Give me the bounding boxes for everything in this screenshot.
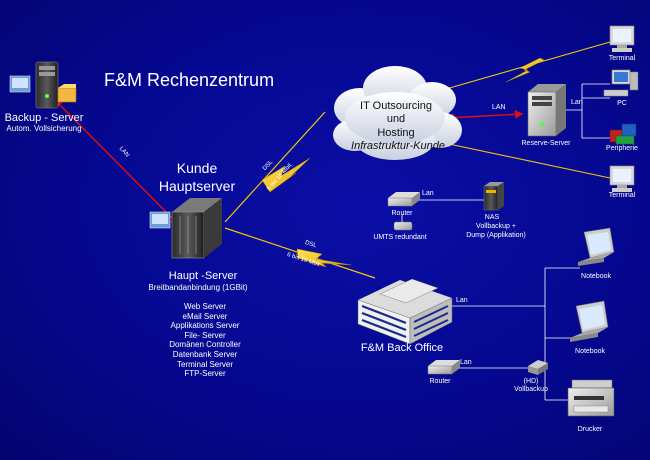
haupt-server-label: Haupt -Server [168,270,238,282]
backup-server-icon [9,61,77,109]
cloud-shape [333,66,462,160]
terminal-top-icon [609,25,635,52]
router-bottom-label: Router [429,378,451,385]
service-item: File- Server [184,330,226,340]
notebook-top-label: Notebook [581,273,611,280]
service-item: Terminal Server [176,359,233,369]
pc-label: PC [617,100,627,107]
umts-label: UMTS redundant [373,234,427,241]
wire-cloud-terminal-top [424,41,611,96]
wire-cloud-terminal-bottom [429,139,611,179]
notebook-bottom-icon [570,300,609,342]
backup-server-label: Backup - Server [4,112,84,124]
backup-server-sub: Autom. Vollsicherung [6,124,82,133]
reserve-server-icon [527,84,566,137]
diagram-title: F&M Rechenzentrum [104,70,275,90]
main-server-icon [149,198,222,259]
peripherie-label: Peripherie [606,145,638,152]
back-office-building-icon [357,278,453,345]
lan-label-router-bottom: Lan [460,359,472,366]
router-top-label: Router [391,210,413,217]
cloud-line3: Hosting [377,127,415,139]
lan-link-cloud-reserve [445,110,524,122]
nas-sub1: Vollbackup + [476,223,516,230]
lan-label-office: Lan [456,297,468,304]
lightning-icon-dsl2 [296,248,352,268]
router-top-icon [387,192,420,207]
hd-backup-icon [528,360,548,375]
service-item: Datenbank Server [172,349,238,359]
service-item: eMail Server [182,311,228,321]
service-item: FTP-Server [184,369,226,379]
nas-sub2: Dump (Applikation) [466,232,526,239]
lan-link-backup-haupt [54,99,179,225]
cloud-line1: IT Outsourcing [360,100,432,112]
hd-label: (HD) [523,378,539,385]
umts-icon [393,214,413,231]
service-item: Domänen Controller [169,340,241,350]
terminal-top-label: Terminal [608,55,636,62]
dsl-line-cloud [224,111,326,223]
pc-icon [603,69,639,97]
printer-icon [567,379,615,417]
kunde-line2: Hauptserver [158,178,236,194]
lan-label-cloud-reserve: LAN [492,104,506,111]
terminal-bottom-label: Terminal [608,192,636,199]
cloud-line4: Infrastruktur-Kunde [351,140,445,152]
back-office-label: F&M Back Office [360,342,444,354]
notebook-bottom-label: Notebook [575,348,605,355]
printer-label: Drucker [577,426,603,433]
haupt-server-sub: Breitbandanbindung (1GBit) [148,283,248,292]
cloud-line2: und [386,113,406,125]
nas-label: NAS [484,214,500,221]
router-bottom-icon [427,360,460,375]
notebook-top-icon [578,227,615,266]
service-item: Web Server [183,302,227,311]
hd-sub: Vollbackup [514,386,548,393]
lightning-icon-dsl1 [261,157,311,193]
reserve-server-label: Reserve-Server [521,140,571,147]
terminal-bottom-icon [609,165,635,192]
peripherie-icon [609,123,637,145]
lan-label-reserve: Lan [571,99,583,106]
nas-icon [483,182,504,211]
service-item: Applikations Server [170,321,240,331]
kunde-line1: Kunde [176,160,218,176]
lan-label-router: Lan [422,190,434,197]
